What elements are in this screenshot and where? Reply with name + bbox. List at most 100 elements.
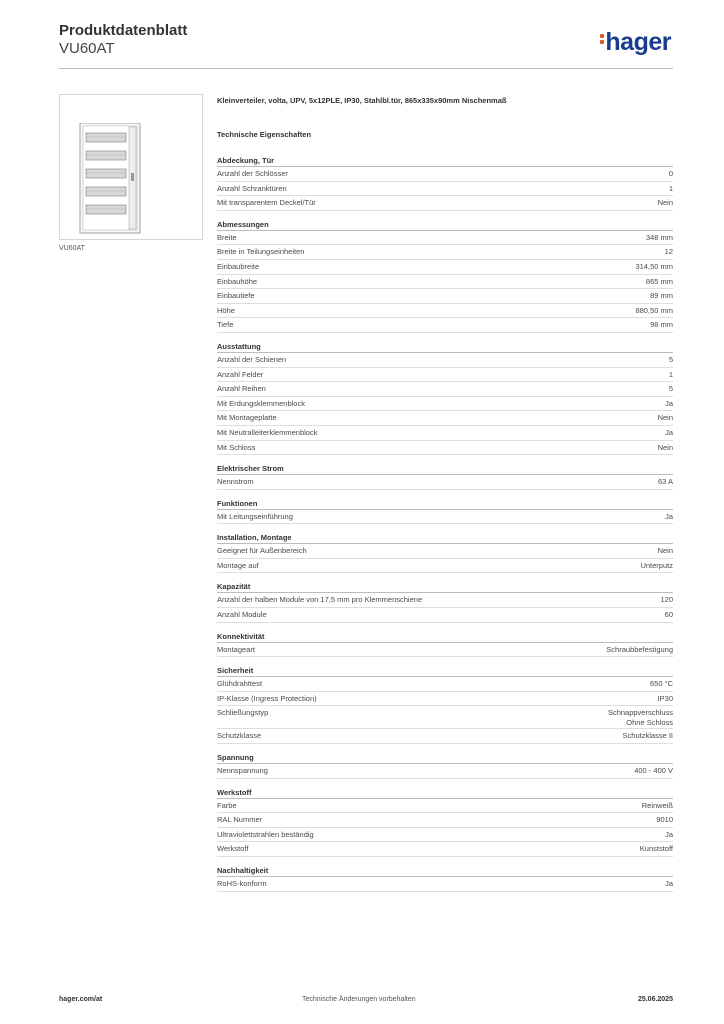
spec-value: Nein	[657, 442, 673, 452]
spec-row: Mit Montageplatte Nein	[217, 411, 673, 426]
spec-row: Anzahl der halben Module von 17,5 mm pro…	[217, 593, 673, 609]
spec-row: Werkstoff Kunststoff	[217, 842, 673, 857]
hager-logo: hager	[600, 28, 671, 57]
spec-value: 880,50 mm	[635, 305, 673, 315]
spec-value: 120	[660, 595, 673, 605]
section-heading: Werkstoff	[217, 784, 673, 799]
spec-label: Mit Neutralleiterklemmenblock	[217, 427, 318, 437]
spec-value: Nein	[657, 413, 673, 423]
spec-value: 5	[668, 384, 673, 394]
spec-value: 1	[668, 183, 673, 193]
spec-value: 12	[664, 247, 673, 257]
spec-row: Mit Schloss Nein	[217, 441, 673, 456]
spec-label: Mit transparentem Deckel/Tür	[217, 198, 316, 208]
spec-label: Geeignet für Außenbereich	[217, 546, 307, 556]
spec-label: Farbe	[217, 800, 237, 810]
spec-row: Breite in Teilungseinheiten 12	[217, 245, 673, 260]
logo-text: hager	[605, 28, 671, 56]
footer-disclaimer: Technische Änderungen vorbehalten	[302, 996, 416, 1003]
spec-label: Einbautiefe	[217, 291, 255, 301]
spec-label: Anzahl der Schienen	[217, 354, 287, 364]
spec-value: 650 °C	[649, 679, 673, 689]
spec-value: Schnappverschluss Ohne Schloss	[607, 708, 673, 728]
section-heading: Ausstattung	[217, 338, 673, 353]
spec-row: Mit Leitungseinführung Ja	[217, 510, 673, 525]
spec-label: Einbaubreite	[217, 261, 260, 271]
spec-value: Schutzklasse II	[622, 731, 673, 741]
spec-label: Anzahl der Schlösser	[217, 169, 288, 178]
section-heading: Abdeckung, Tür	[217, 152, 673, 167]
spec-value: 9010	[656, 815, 673, 825]
spec-label: Mit Schloss	[217, 442, 256, 452]
spec-label: Werkstoff	[217, 844, 249, 854]
spec-label: Schutzklasse	[217, 731, 262, 741]
spec-label: Ultraviolettstrahlen beständig	[217, 829, 314, 839]
spec-value: 60	[664, 610, 673, 620]
spec-value: 314,50 mm	[635, 261, 673, 271]
distribution-board-image	[79, 123, 141, 234]
technical-properties-heading: Technische Eigenschaften	[217, 130, 312, 139]
spec-label: Montageart	[217, 644, 255, 654]
spec-label: Breite in Teilungseinheiten	[217, 247, 305, 257]
spec-value: 89 mm	[650, 291, 673, 301]
spec-label: Höhe	[217, 305, 235, 315]
spec-row: IP-Klasse (Ingress Protection) IP30	[217, 692, 673, 707]
spec-label: IP-Klasse (Ingress Protection)	[217, 693, 317, 703]
spec-label: Einbauhöhe	[217, 276, 258, 286]
spec-row: Schutzklasse Schutzklasse II	[217, 729, 673, 745]
spec-label: Anzahl Reihen	[217, 384, 266, 394]
spec-row: Montage auf Unterputz	[217, 559, 673, 574]
spec-value: Unterputz	[640, 560, 673, 570]
spec-label: Glühdrahttest	[217, 679, 263, 689]
spec-label: Mit Montageplatte	[217, 413, 277, 423]
spec-label: Breite	[217, 232, 237, 242]
spec-value: Kunststoff	[639, 844, 673, 854]
section-heading: Nachhaltigkeit	[217, 862, 673, 877]
spec-label: Mit Erdungsklemmenblock	[217, 398, 305, 408]
spec-label: Mit Leitungseinführung	[217, 511, 293, 521]
spec-value: IP30	[657, 693, 673, 703]
spec-row: Einbaubreite 314,50 mm	[217, 260, 673, 275]
spec-label: Montage auf	[217, 560, 259, 570]
section-heading: Abmessungen	[217, 216, 673, 231]
product-code: VU60AT	[59, 40, 115, 57]
spec-value: Ja	[665, 511, 673, 521]
section-heading: Kapazität	[217, 578, 673, 594]
header-divider	[59, 68, 673, 69]
document-title: Produktdatenblatt	[59, 22, 188, 39]
spec-label: Anzahl der halben Module von 17,5 mm pro…	[217, 595, 423, 605]
spec-label: Anzahl Felder	[217, 369, 264, 379]
section-heading: Elektrischer Strom	[217, 460, 673, 476]
product-description: Kleinverteiler, volta, UPV, 5x12PLE, IP3…	[217, 96, 507, 105]
spec-value: Reinweiß	[641, 800, 673, 810]
spec-value: Nein	[657, 546, 673, 556]
section-heading: Konnektivität	[217, 628, 673, 643]
spec-value: 400 - 400 V	[634, 766, 673, 776]
spec-row: Geeignet für Außenbereich Nein	[217, 544, 673, 559]
spec-panel: Kleinverteiler, volta, UPV, 5x12PLE, IP3…	[217, 96, 673, 892]
spec-value: 865 mm	[645, 276, 673, 286]
spec-label: RoHS-konform	[217, 879, 267, 888]
section-heading: Spannung	[217, 749, 673, 765]
spec-row: Anzahl Reihen 5	[217, 382, 673, 397]
spec-row: Einbauhöhe 865 mm	[217, 275, 673, 290]
